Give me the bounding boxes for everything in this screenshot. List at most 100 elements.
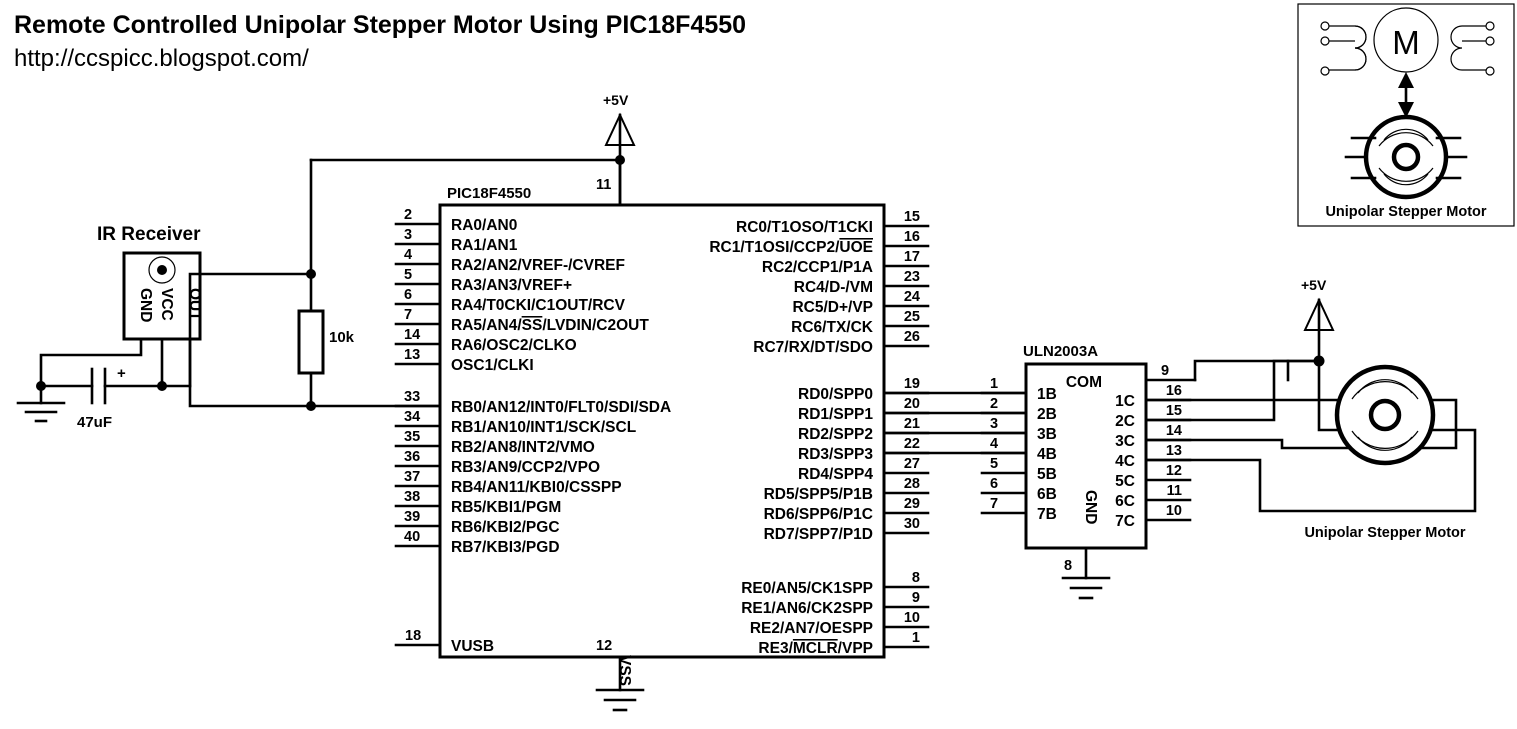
pin-label: RB6/KBI2/PGC — [451, 519, 560, 536]
motor-rail-label: +5V — [1301, 277, 1327, 293]
pin-label: RD3/SPP3 — [798, 446, 873, 463]
pin-label: RA3/AN3/VREF+ — [451, 277, 572, 294]
ground-symbol-left — [16, 381, 66, 423]
pin-label: 1C — [1115, 393, 1135, 410]
mcu-portc-pins: 15RC0/T1OSO/T1CKI16RC1/T1OSI/CCP2/UOE17R… — [709, 209, 930, 356]
pin-number: 3 — [404, 227, 412, 243]
driver-com-label: COM — [1066, 374, 1102, 391]
pin-label: RE2/AN7/OESPP — [750, 620, 873, 637]
vss-pin-number: 12 — [596, 638, 612, 654]
ir-lens-icon — [148, 256, 176, 284]
stepper-motor: Unipolar Stepper Motor — [1304, 364, 1466, 541]
pin-label: RA6/OSC2/CLKO — [451, 337, 577, 354]
pin-number: 4 — [990, 436, 998, 452]
pin-number: 21 — [904, 416, 920, 432]
pin-number: 9 — [912, 590, 920, 606]
pin-label: 2B — [1037, 406, 1057, 423]
pin-number: 37 — [404, 469, 420, 485]
pin-label: RB1/AN10/INT1/SCK/SCL — [451, 419, 636, 436]
pin-label: RC6/TX/CK — [791, 319, 874, 336]
pin-number: 15 — [904, 209, 920, 225]
pin-label: RD4/SPP4 — [798, 466, 873, 483]
pin-number: 19 — [904, 376, 920, 392]
pin-number: 20 — [904, 396, 920, 412]
pin-number: 10 — [904, 610, 920, 626]
pin-number: 14 — [404, 327, 420, 343]
pin-number: 27 — [904, 456, 920, 472]
driver-gnd-pin: 8 — [1064, 558, 1072, 574]
power-arrow-icon — [1303, 297, 1335, 331]
pin-label: RC0/T1OSO/T1CKI — [736, 219, 873, 236]
pin-label: RB7/KBI3/PGD — [451, 539, 560, 556]
ir-pin-out: OUT — [186, 288, 203, 321]
pin-label: RB3/AN9/CCP2/VPO — [451, 459, 600, 476]
mcu-portb-pins: 33RB0/AN12/INT0/FLT0/SDI/SDA34RB1/AN10/I… — [394, 389, 671, 556]
pin-number: 26 — [904, 329, 920, 345]
pin-label: RE1/AN6/CK2SPP — [741, 600, 873, 617]
pin-number: 34 — [404, 409, 420, 425]
pin-label: 6C — [1115, 493, 1135, 510]
mcu-name: PIC18F4550 — [447, 185, 531, 202]
page-url: http://ccspicc.blogspot.com/ — [14, 45, 309, 72]
pin-label: RC1/T1OSI/CCP2/UOE — [709, 239, 873, 256]
pin-number: 22 — [904, 436, 920, 452]
capacitor-polarity: + — [117, 365, 126, 382]
pin-label: RD7/SPP7/P1D — [764, 526, 873, 543]
pin-number: 3 — [990, 416, 998, 432]
ir-pin-gnd: GND — [137, 288, 154, 322]
pin-number: 15 — [1166, 403, 1182, 419]
pin-number: 13 — [404, 347, 420, 363]
pin-label: RA4/T0CKI/C1OUT/RCV — [451, 297, 626, 314]
mcu-porta-pins: 2RA0/AN03RA1/AN14RA2/AN2/VREF-/CVREF5RA3… — [394, 207, 649, 374]
pin-number: 5 — [404, 267, 412, 283]
pin-label: 7C — [1115, 513, 1135, 530]
pin-number: 36 — [404, 449, 420, 465]
pin-label: RA1/AN1 — [451, 237, 518, 254]
pin-label: 3C — [1115, 433, 1135, 450]
pin-number: 2 — [404, 207, 412, 223]
driver-gnd-label: GND — [1082, 490, 1099, 524]
power-arrow-icon — [604, 112, 636, 146]
driver-name: ULN2003A — [1023, 343, 1098, 360]
arrow-up-icon — [1398, 72, 1414, 88]
pin-label: OSC1/CLKI — [451, 357, 534, 374]
pin-number: 10 — [1166, 503, 1182, 519]
pin-label: RB4/AN11/KBI0/CSSPP — [451, 479, 622, 496]
pin-label: 5B — [1037, 466, 1057, 483]
legend-label: Unipolar Stepper Motor — [1325, 204, 1486, 220]
pin-label: RC4/D-/VM — [794, 279, 873, 296]
ir-pin-vcc: VCC — [158, 288, 175, 321]
pin-number: 40 — [404, 529, 420, 545]
pin-label: RC2/CCP1/P1A — [762, 259, 873, 276]
ir-lens-center-icon — [157, 265, 167, 275]
pin-label: RD0/SPP0 — [798, 386, 873, 403]
pin-label: RD5/SPP5/P1B — [764, 486, 873, 503]
mcu-portd-pins: 19RD0/SPP020RD1/SPP121RD2/SPP222RD3/SPP3… — [764, 376, 930, 543]
pin-number: 6 — [990, 476, 998, 492]
pin-number: 1 — [990, 376, 998, 392]
pin-number: 16 — [904, 229, 920, 245]
pin-label: 3B — [1037, 426, 1057, 443]
vss-label: VSS — [616, 655, 633, 686]
ir-receiver-title: IR Receiver — [97, 224, 201, 245]
pin-number: 25 — [904, 309, 920, 325]
vdd-pin-number: 11 — [596, 177, 611, 193]
pin-number: 12 — [1166, 463, 1182, 479]
pin-number: 29 — [904, 496, 920, 512]
arrow-down-icon — [1398, 102, 1414, 118]
vusb-pin-number: 18 — [405, 628, 421, 644]
pin-number: 38 — [404, 489, 420, 505]
pin-number: 16 — [1166, 383, 1182, 399]
pin-label: RA2/AN2/VREF-/CVREF — [451, 257, 625, 274]
pin-label: 1B — [1037, 386, 1057, 403]
pin-label: 6B — [1037, 486, 1057, 503]
pin-number: 8 — [912, 570, 920, 586]
pin-number: 24 — [904, 289, 920, 305]
pin-label: RD6/SPP6/P1C — [764, 506, 873, 523]
pin-label: RC7/RX/DT/SDO — [753, 339, 873, 356]
pin-label: 5C — [1115, 473, 1135, 490]
capacitor-value: 47uF — [77, 414, 112, 431]
pin-number: 11 — [1167, 483, 1182, 499]
